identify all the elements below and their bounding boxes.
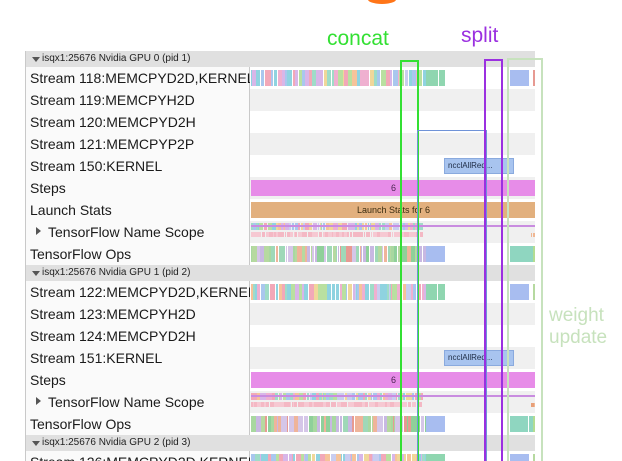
trace-event-label: 6	[390, 375, 396, 385]
orange-marker-clipped	[368, 0, 396, 4]
track-label-text: Stream 124:MEMCPYD2H	[30, 328, 196, 344]
chevron-down-icon[interactable]	[32, 441, 40, 446]
trace-bar-strip[interactable]	[533, 246, 535, 262]
track-label-column[interactable]: isqx1:25676 Nvidia GPU 0 (pid 1) Stream 1…	[26, 51, 535, 461]
track-label-text: Stream 122:MEMCPYD2D,KERNEL,MI	[30, 284, 250, 300]
annotation-weight-line2: update	[549, 327, 608, 348]
trace-bar-strip[interactable]	[510, 246, 533, 262]
track-label-text: Stream 126:MEMCPYD2D,KERNEL,MI	[30, 454, 250, 461]
steps-event[interactable]: 6	[251, 372, 535, 388]
trace-bar-strip[interactable]	[426, 284, 445, 300]
trace-bar-strip[interactable]	[510, 454, 529, 461]
group-header-text: isqx1:25676 Nvidia GPU 1 (pid 2)	[42, 267, 191, 278]
track-label-text: Stream 121:MEMCPYP2P	[30, 136, 195, 152]
chevron-right-icon[interactable]	[36, 397, 41, 405]
track-label-text: Stream 151:KERNEL	[30, 350, 163, 366]
track-label[interactable]: Stream 151:KERNEL	[26, 347, 250, 369]
name-scope-span[interactable]	[251, 395, 535, 397]
track-label[interactable]: TensorFlow Ops	[26, 243, 250, 265]
group-header-text: isqx1:25676 Nvidia GPU 2 (pid 3)	[42, 437, 191, 448]
trace-bar-strip[interactable]	[251, 232, 423, 237]
track-label-text: Stream 123:MEMCPYH2D	[30, 306, 196, 322]
trace-bar-strip[interactable]	[426, 246, 445, 262]
trace-bar-strip[interactable]	[426, 416, 445, 432]
chevron-down-icon[interactable]	[32, 57, 40, 62]
chevron-down-icon[interactable]	[32, 271, 40, 276]
track-label[interactable]: Stream 121:MEMCPYP2P	[26, 133, 250, 155]
trace-bar-strip[interactable]	[510, 416, 533, 432]
track-label-text: Steps	[30, 372, 66, 388]
track-label-text: TensorFlow Name Scope	[48, 224, 205, 240]
track-label[interactable]: Stream 118:MEMCPYD2D,KERNEL,ME	[26, 67, 250, 89]
track-label[interactable]: Stream 122:MEMCPYD2D,KERNEL,MI	[26, 281, 250, 303]
trace-bar-strip[interactable]	[251, 284, 426, 300]
chevron-right-icon[interactable]	[36, 227, 41, 235]
group-header-label[interactable]: isqx1:25676 Nvidia GPU 1 (pid 2)	[26, 265, 535, 281]
track-label-text: TensorFlow Name Scope	[48, 394, 205, 410]
track-label-text: Stream 119:MEMCPYH2D	[30, 92, 195, 108]
trace-bar-strip[interactable]	[533, 70, 535, 86]
track-label-text: Stream 150:KERNEL	[30, 158, 163, 174]
trace-bar-strip[interactable]	[533, 454, 535, 461]
track-label[interactable]: TensorFlow Name Scope	[26, 391, 250, 413]
annotation-concat: concat	[327, 27, 389, 50]
track-content[interactable]	[26, 413, 535, 435]
track-label-text: Launch Stats	[30, 202, 112, 218]
track-label[interactable]: Launch Stats	[26, 199, 250, 221]
track-label[interactable]: Steps	[26, 369, 250, 391]
trace-event-label: 6	[390, 183, 396, 193]
trace-bar-strip[interactable]	[251, 246, 426, 262]
trace-bar-strip[interactable]	[426, 454, 445, 461]
trace-bar-strip[interactable]	[251, 402, 423, 407]
launch-stats-event[interactable]: Launch Stats for 6	[251, 202, 535, 218]
group-header-label[interactable]: isqx1:25676 Nvidia GPU 2 (pid 3)	[26, 435, 535, 451]
trace-bar-strip[interactable]	[531, 233, 535, 237]
group-header-text: isqx1:25676 Nvidia GPU 0 (pid 1)	[42, 53, 191, 64]
track-label[interactable]: Steps	[26, 177, 250, 199]
track-label-text: Stream 120:MEMCPYD2H	[30, 114, 196, 130]
trace-event-label: Launch Stats for 6	[356, 205, 431, 215]
nccl-allreduce-event[interactable]: ncclAllRed...	[444, 158, 514, 174]
annotation-weight-update: weight update	[549, 305, 607, 349]
track-label[interactable]: Stream 120:MEMCPYD2H	[26, 111, 250, 133]
trace-bar-strip[interactable]	[510, 284, 529, 300]
trace-bar-strip[interactable]	[426, 70, 445, 86]
trace-bar-strip[interactable]	[531, 403, 535, 407]
track-label[interactable]: Stream 126:MEMCPYD2D,KERNEL,MI	[26, 451, 250, 461]
trace-bar-strip[interactable]	[251, 454, 426, 461]
track-content[interactable]	[26, 451, 535, 461]
track-label[interactable]: TensorFlow Ops	[26, 413, 250, 435]
track-label[interactable]: Stream 124:MEMCPYD2H	[26, 325, 250, 347]
annotation-split: split	[461, 24, 499, 47]
annotation-weight-line1: weight	[549, 305, 604, 326]
steps-event[interactable]: 6	[251, 180, 535, 196]
track-content[interactable]	[26, 67, 535, 89]
trace-bar-strip[interactable]	[510, 70, 529, 86]
nccl-allreduce-event[interactable]: ncclAllRed...	[444, 350, 514, 366]
trace-bar-strip[interactable]	[533, 284, 535, 300]
track-label[interactable]: Stream 123:MEMCPYH2D	[26, 303, 250, 325]
track-label-text: TensorFlow Ops	[30, 416, 132, 432]
trace-bar-strip[interactable]	[251, 416, 426, 432]
track-label[interactable]: Stream 119:MEMCPYH2D	[26, 89, 250, 111]
group-header-label[interactable]: isqx1:25676 Nvidia GPU 0 (pid 1)	[26, 51, 535, 67]
track-label-text: Steps	[30, 180, 66, 196]
track-label[interactable]: TensorFlow Name Scope	[26, 221, 250, 243]
trace-bar-strip[interactable]	[251, 70, 426, 86]
track-label-text: TensorFlow Ops	[30, 246, 132, 262]
name-scope-span[interactable]	[251, 225, 535, 227]
trace-bar-strip[interactable]	[533, 416, 535, 432]
track-label-text: Stream 118:MEMCPYD2D,KERNEL,ME	[30, 70, 250, 86]
track-label[interactable]: Stream 150:KERNEL	[26, 155, 250, 177]
track-content[interactable]	[26, 281, 535, 303]
